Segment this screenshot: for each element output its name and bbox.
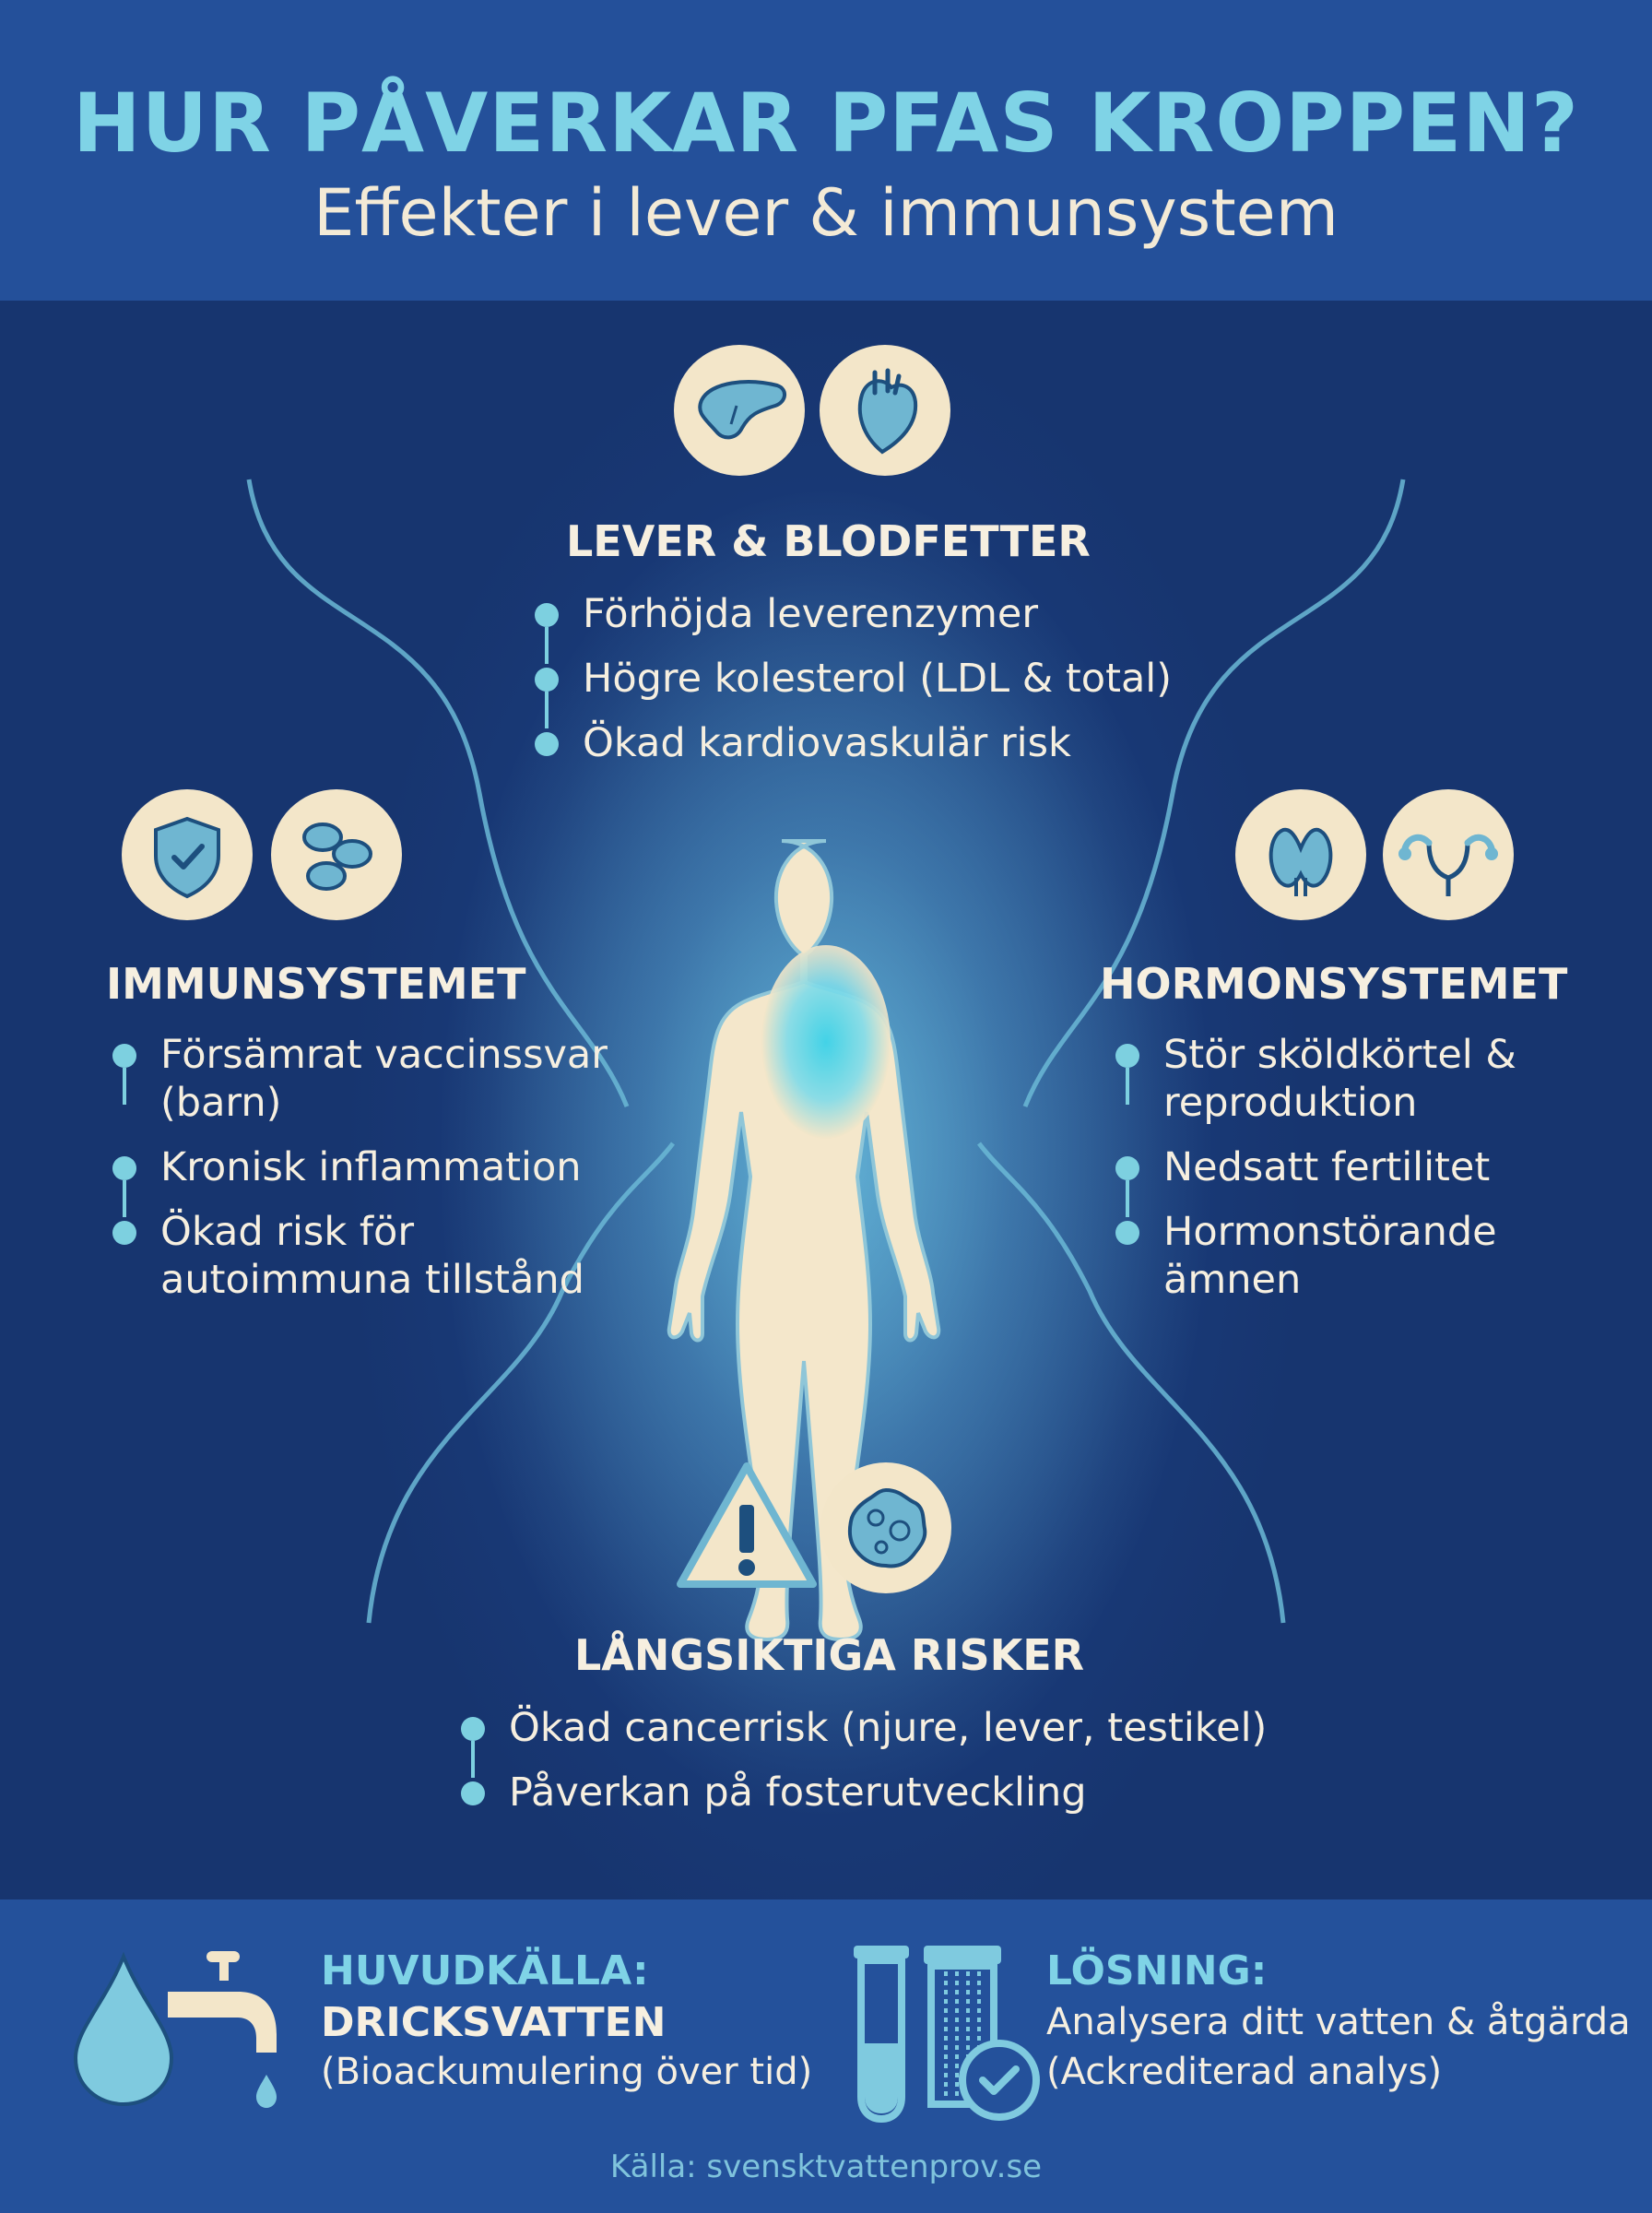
list-item: Ökad kardiovaskulär risk	[535, 719, 1172, 767]
test-tube-icon	[850, 1942, 913, 2126]
page-subtitle: Effekter i lever & immunsystem	[313, 175, 1339, 251]
hormone-list: Stör sköldkörtel & reproduktion Nedsatt …	[1115, 1031, 1549, 1320]
background-decoration	[246, 479, 1406, 1817]
human-body-figure	[667, 839, 941, 1642]
warning-icon	[673, 1457, 820, 1595]
solution-line-1: Analysera ditt vatten & åtgärda	[1046, 2001, 1631, 2043]
list-item: Hormonstörande ämnen	[1115, 1208, 1549, 1304]
source-credit: Källa: svensktvattenprov.se	[609, 2148, 1043, 2185]
solution-line-2: (Ackrediterad analys)	[1046, 2051, 1443, 2093]
shield-check-icon	[122, 789, 253, 920]
list-item: Påverkan på fosterutveckling	[461, 1769, 1267, 1817]
source-strong: DRICKSVATTEN	[321, 1999, 667, 2046]
list-item: Ökad cancerrisk (njure, lever, testikel)	[461, 1704, 1267, 1778]
uterus-icon	[1383, 789, 1514, 920]
list-item: Högre kolesterol (LDL & total)	[535, 655, 1172, 728]
solution-heading: LÖSNING:	[1046, 1947, 1268, 1994]
section-title-immune: IMMUNSYSTEMET	[106, 959, 526, 1009]
heart-icon	[820, 345, 950, 476]
source-heading: HUVUDKÄLLA:	[321, 1947, 649, 1994]
source-text: (Bioackumulering över tid)	[321, 2051, 813, 2093]
list-item: Nedsatt fertilitet	[1115, 1143, 1549, 1217]
list-item: Stör sköldkörtel & reproduktion	[1115, 1031, 1549, 1127]
thyroid-icon	[1235, 789, 1366, 920]
section-title-liver: LEVER & BLODFETTER	[566, 516, 1091, 566]
blood-cells-icon	[271, 789, 402, 920]
section-title-longterm: LÅNGSIKTIGA RISKER	[574, 1630, 1085, 1680]
faucet-icon	[164, 1946, 293, 2121]
liver-icon	[674, 345, 805, 476]
list-item: Ökad risk för autoimmuna tillstånd	[112, 1208, 629, 1304]
water-drop-icon	[68, 1947, 179, 2113]
section-title-hormone: HORMONSYSTEMET	[1100, 959, 1568, 1009]
header-banner: HUR PÅVERKAR PFAS KROPPEN? Effekter i le…	[0, 0, 1652, 301]
cancer-cell-icon	[820, 1462, 951, 1593]
list-item: Försämrat vaccinssvar (barn)	[112, 1031, 629, 1127]
filter-check-icon	[920, 1942, 1049, 2126]
list-item: Förhöjda leverenzymer	[535, 590, 1172, 664]
page-title: HUR PÅVERKAR PFAS KROPPEN?	[73, 76, 1579, 171]
longterm-list: Ökad cancerrisk (njure, lever, testikel)…	[461, 1704, 1267, 1833]
list-item: Kronisk inflammation	[112, 1143, 629, 1217]
liver-list: Förhöjda leverenzymer Högre kolesterol (…	[535, 590, 1172, 784]
footer-band: HUVUDKÄLLA: DRICKSVATTEN (Bioackumulerin…	[0, 1899, 1652, 2213]
immune-list: Försämrat vaccinssvar (barn) Kronisk inf…	[112, 1031, 629, 1320]
